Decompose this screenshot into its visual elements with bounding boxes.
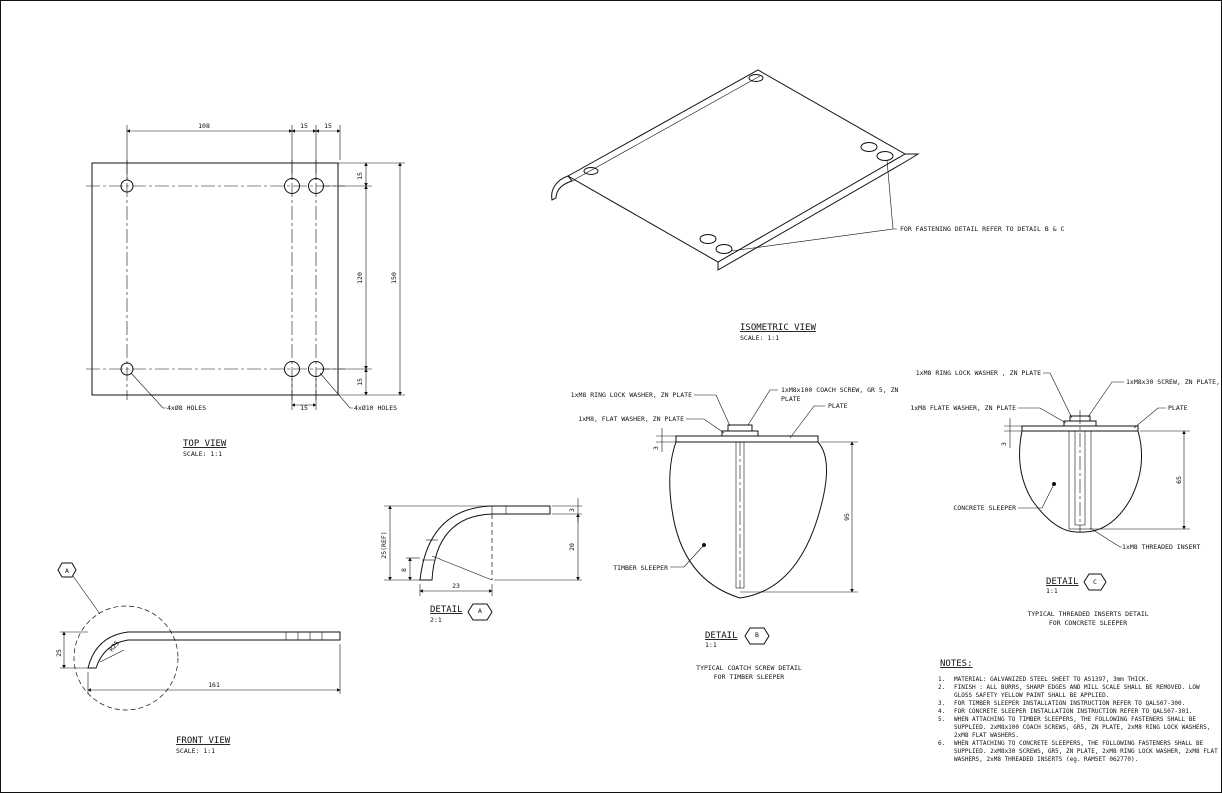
- front-view-profile: [87, 631, 341, 669]
- note-number: 2.: [938, 684, 946, 691]
- note-text: FOR TIMBER SLEEPER INSTALLATION INSTRUCT…: [954, 700, 1186, 707]
- detail-c-title-tag: C: [1093, 578, 1097, 586]
- holes-10-label: 4xØ10 HOLES: [354, 404, 397, 412]
- top-view: 108 15 15 15 15 120 15 150 4xØ8 HOLES 4x…: [86, 122, 405, 458]
- note-item: 6. WHEN ATTACHING TO CONCRETE SLEEPERS, T…: [938, 740, 1218, 764]
- note-text: WHEN ATTACHING TO CONCRETE SLEEPERS, THE…: [954, 740, 1218, 763]
- detail-a-title-tag: A: [478, 607, 482, 615]
- db-dim-95: 95: [843, 513, 851, 521]
- detail-b-caption-2: FOR TIMBER SLEEPER: [714, 673, 785, 681]
- timber-sleeper-section: [669, 441, 828, 599]
- dim-15: 15: [324, 122, 332, 130]
- b-coach-screw-label-2: PLATE: [781, 395, 801, 403]
- front-view: R25 25 161 A FRONT VIEW SCALE: 1:1: [55, 562, 341, 755]
- isometric-view: FOR FASTENING DETAIL REFER TO DETAIL B &…: [551, 69, 1064, 342]
- dc-dim-65: 65: [1175, 476, 1183, 484]
- notes-list: 1. MATERIAL: GALVANIZED STEEL SHEET TO AS…: [938, 676, 1218, 764]
- dim-3: 3: [568, 508, 576, 512]
- note-number: 4.: [938, 708, 946, 715]
- c-screw-label: 1xM8x30 SCREW, ZN PLATE, GR 5: [1126, 378, 1222, 386]
- detail-b-title: DETAIL: [705, 631, 738, 641]
- iso-bend: [551, 175, 573, 201]
- detail-a-title: DETAIL: [430, 605, 463, 615]
- note-text: FINISH : ALL BURRS, SHARP EDGES AND MILL…: [954, 684, 1200, 699]
- hole-10-bottom-1: [284, 361, 300, 377]
- note-number: 3.: [938, 700, 946, 707]
- front-view-scale: SCALE: 1:1: [176, 747, 215, 755]
- note-text: MATERIAL: GALVANIZED STEEL SHEET TO AS13…: [954, 676, 1150, 683]
- detail-c: CONCRETE SLEEPER 1xM8 RING LOCK WASHER ,…: [910, 369, 1222, 627]
- detail-c-caption-1: TYPICAL THREADED INSERTS DETAIL: [1027, 610, 1148, 618]
- c-plate-label: PLATE: [1168, 404, 1188, 412]
- top-view-plate-outline: [91, 162, 339, 396]
- iso-view-scale: SCALE: 1:1: [740, 334, 779, 342]
- concrete-sleeper-section: [1019, 430, 1143, 533]
- detail-b-plate: [675, 435, 819, 443]
- dim-15: 15: [300, 122, 308, 130]
- detail-a-tag-letter: A: [65, 567, 69, 575]
- detail-c-caption-2: FOR CONCRETE SLEEPER: [1049, 619, 1127, 627]
- front-view-title: FRONT VIEW: [176, 736, 231, 746]
- note-text: FOR CONCRETE SLEEPER INSTALLATION INSTRU…: [954, 708, 1193, 715]
- notes-heading: NOTES:: [940, 659, 973, 669]
- note-number: 5.: [938, 716, 946, 723]
- detail-a-circle: [73, 605, 179, 711]
- top-view-title: TOP VIEW: [183, 439, 227, 449]
- detail-b: TIMBER SLEEPER 1xM8 RING LOCK WASHER, ZN…: [571, 386, 899, 681]
- timber-sleeper-label: TIMBER SLEEPER: [613, 564, 668, 572]
- dim-15: 15: [356, 172, 364, 180]
- front-radius: R25: [107, 639, 121, 653]
- dim-25: 25: [55, 649, 63, 657]
- dc-dim-3: 3: [1000, 442, 1008, 446]
- b-plate-label: PLATE: [828, 402, 848, 410]
- dim-23: 23: [452, 582, 460, 590]
- dim-8: 8: [400, 568, 408, 572]
- dim-20: 20: [568, 543, 576, 551]
- detail-c-title: DETAIL: [1046, 577, 1079, 587]
- detail-a-profile: [419, 505, 551, 581]
- dim-120: 120: [356, 272, 364, 284]
- iso-view-title: ISOMETRIC VIEW: [740, 323, 816, 333]
- note-number: 6.: [938, 740, 946, 747]
- concrete-sleeper-label: CONCRETE SLEEPER: [953, 504, 1016, 512]
- note-item: 3. FOR TIMBER SLEEPER INSTALLATION INSTRU…: [938, 700, 1218, 708]
- note-item: 4. FOR CONCRETE SLEEPER INSTALLATION INST…: [938, 708, 1218, 716]
- note-text: WHEN ATTACHING TO TIMBER SLEEPERS, THE F…: [954, 716, 1211, 739]
- detail-a-tag: [57, 562, 77, 578]
- detail-b-scale: 1:1: [705, 641, 717, 649]
- note-item: 5. WHEN ATTACHING TO TIMBER SLEEPERS, THE…: [938, 716, 1218, 740]
- db-dim-3: 3: [652, 446, 660, 450]
- dim-161: 161: [208, 681, 220, 689]
- c-insert-label: 1xM8 THREADED INSERT: [1122, 543, 1200, 551]
- b-flat-washer-label: 1xM8, FLAT WASHER, ZN PLATE: [578, 415, 684, 423]
- iso-fastening-callout: FOR FASTENING DETAIL REFER TO DETAIL B &…: [900, 225, 1064, 233]
- hole-8-bottom-left: [120, 362, 134, 376]
- note-item: 1. MATERIAL: GALVANIZED STEEL SHEET TO AS…: [938, 676, 1218, 684]
- b-ring-washer-label: 1xM8 RING LOCK WASHER, ZN PLATE: [571, 391, 692, 399]
- c-ring-washer-label: 1xM8 RING LOCK WASHER , ZN PLATE: [916, 369, 1041, 377]
- c-flat-washer-label: 1xM8 FLATE WASHER, ZN PLATE: [910, 404, 1016, 412]
- detail-b-title-tag: B: [755, 631, 759, 639]
- b-coach-screw-label: 1xM8x100 COACH SCREW, GR 5, ZN: [781, 386, 898, 394]
- dim-150: 150: [390, 272, 398, 284]
- dim-15: 15: [356, 378, 364, 386]
- detail-c-scale: 1:1: [1046, 587, 1058, 595]
- holes-8-label: 4xØ8 HOLES: [167, 404, 206, 412]
- top-view-scale: SCALE: 1:1: [183, 450, 222, 458]
- note-number: 1.: [938, 676, 946, 683]
- dim-108: 108: [198, 122, 210, 130]
- detail-b-caption-1: TYPICAL COATCH SCREW DETAIL: [696, 664, 802, 672]
- dim-15: 15: [300, 404, 308, 412]
- note-item: 2. FINISH : ALL BURRS, SHARP EDGES AND MI…: [938, 684, 1218, 700]
- iso-plate-top: [566, 69, 907, 263]
- detail-a: 25(REF) 8 23 3 20 DETAIL A 2:1: [380, 498, 582, 624]
- detail-a-scale: 2:1: [430, 616, 442, 624]
- dim-25-ref: 25(REF): [380, 531, 388, 558]
